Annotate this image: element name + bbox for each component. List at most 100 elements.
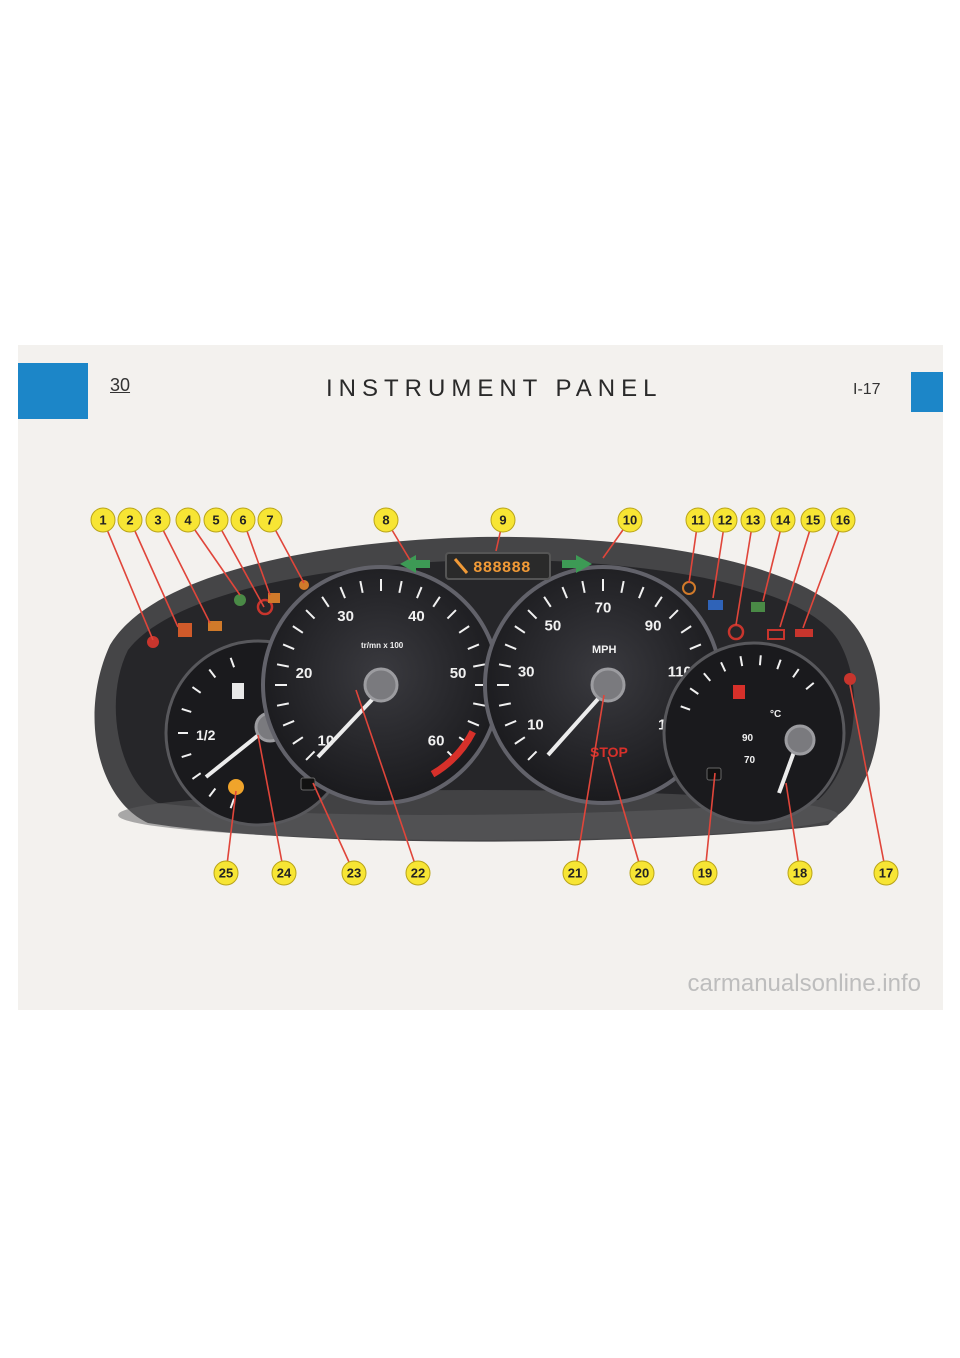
low-fuel-warning-icon: [228, 779, 244, 795]
speed-tick: [498, 702, 512, 707]
fuel-tick: [229, 798, 235, 809]
battery-charge-icon: [767, 629, 785, 640]
rpm-tick: [305, 609, 316, 620]
callout-number-1: 1: [99, 513, 106, 528]
speed-tick: [504, 720, 517, 727]
speed-tick: [498, 663, 512, 668]
callout-leader-15: [779, 519, 814, 628]
callout-number-18: 18: [793, 866, 807, 881]
callout-marker-21: [562, 860, 588, 886]
speed-tick: [689, 643, 702, 650]
callout-marker-19: [692, 860, 718, 886]
callout-number-11: 11: [691, 513, 705, 528]
airbag-warning-icon: [178, 623, 192, 637]
speed-tick: [561, 586, 568, 599]
speed-tick: [543, 596, 552, 608]
door-open-icon: [844, 673, 856, 685]
temp-tick: [739, 656, 744, 667]
callout-number-24: 24: [277, 866, 292, 881]
rpm-tick: [472, 702, 486, 707]
fuel-tick: [208, 787, 217, 798]
page-title: INSTRUMENT PANEL: [326, 375, 663, 402]
fuel-half-label: 1/2: [196, 727, 216, 743]
callout-leader-12: [712, 519, 726, 599]
callout-number-15: 15: [806, 513, 820, 528]
speed-needle: [546, 688, 608, 757]
fuel-needle: [204, 727, 268, 779]
section-reference: I-17: [853, 381, 881, 398]
callout-marker-24: [271, 860, 297, 886]
temp-scale-90: 90: [742, 733, 754, 744]
rpm-unit-label: tr/mn x 100: [361, 641, 404, 650]
callout-leader-13: [735, 519, 754, 626]
rpm-tick: [467, 643, 480, 650]
rpm-scale-label-30: 30: [337, 608, 354, 625]
rpm-tick: [292, 736, 304, 745]
rpm-tick: [305, 750, 316, 761]
callout-leader-22: [355, 689, 419, 874]
rpm-tick: [276, 663, 290, 668]
callout-leader-23: [312, 782, 355, 874]
callout-marker-11: [685, 507, 711, 533]
callout-number-22: 22: [411, 866, 425, 881]
rpm-tick: [292, 625, 304, 634]
temp-tick: [758, 655, 762, 666]
callout-marker-1: [90, 507, 116, 533]
redline-arc: [430, 730, 476, 778]
callout-leader-4: [187, 519, 241, 596]
callout-leader-14: [762, 519, 784, 602]
fuel-tick: [181, 707, 192, 713]
left-turn-arrow-icon: [400, 555, 430, 573]
callout-number-8: 8: [382, 513, 389, 528]
callout-leader-5: [215, 519, 265, 608]
callout-number-14: 14: [776, 513, 791, 528]
temp-tick: [680, 705, 691, 711]
callout-number-3: 3: [154, 513, 161, 528]
rpm-tick: [398, 580, 403, 594]
main-beam-icon: [708, 600, 723, 610]
callout-number-5: 5: [212, 513, 219, 528]
speed-unit-label: MPH: [592, 644, 617, 656]
rear-fog-lamp-icon: [268, 593, 280, 603]
rpm-tick: [432, 596, 441, 608]
fuel-pump-icon: [232, 683, 244, 699]
temp-unit-label: °C: [770, 709, 781, 720]
callout-number-2: 2: [126, 513, 133, 528]
rpm-scale-label-40: 40: [408, 608, 425, 625]
temp-tick: [792, 668, 800, 678]
odometer-text: 888888: [473, 559, 531, 577]
callout-marker-14: [770, 507, 796, 533]
callout-marker-12: [712, 507, 738, 533]
fuel-tick: [191, 686, 202, 694]
callout-leader-21: [574, 694, 605, 874]
temp-tick: [805, 682, 815, 691]
chapter-tab-left: [18, 363, 88, 419]
right-turn-arrow-icon: [562, 555, 592, 573]
callout-marker-20: [629, 860, 655, 886]
temperature-gauge: °C 90 70: [662, 641, 846, 825]
callout-leader-6: [242, 519, 271, 596]
callout-leader-1: [102, 519, 154, 641]
temp-warning-zone: [733, 685, 745, 699]
callout-marker-3: [145, 507, 171, 533]
callout-marker-8: [373, 507, 399, 533]
callout-number-23: 23: [347, 866, 361, 881]
callout-marker-22: [405, 860, 431, 886]
glow-plug-icon: [299, 580, 309, 590]
front-fog-lamp-icon: [234, 594, 246, 606]
callout-marker-23: [341, 860, 367, 886]
temp-tick: [689, 687, 699, 695]
callout-marker-18: [787, 860, 813, 886]
callout-marker-2: [117, 507, 143, 533]
callout-number-9: 9: [499, 513, 506, 528]
rpm-tick: [321, 596, 330, 608]
trip-reset-knob: [300, 777, 316, 791]
warning-lamps: [147, 580, 856, 685]
callout-marker-15: [800, 507, 826, 533]
callout-leader-25: [225, 790, 237, 874]
speed-scale-label-30: 30: [518, 664, 535, 681]
callout-marker-6: [230, 507, 256, 533]
callout-leader-2: [129, 519, 179, 628]
